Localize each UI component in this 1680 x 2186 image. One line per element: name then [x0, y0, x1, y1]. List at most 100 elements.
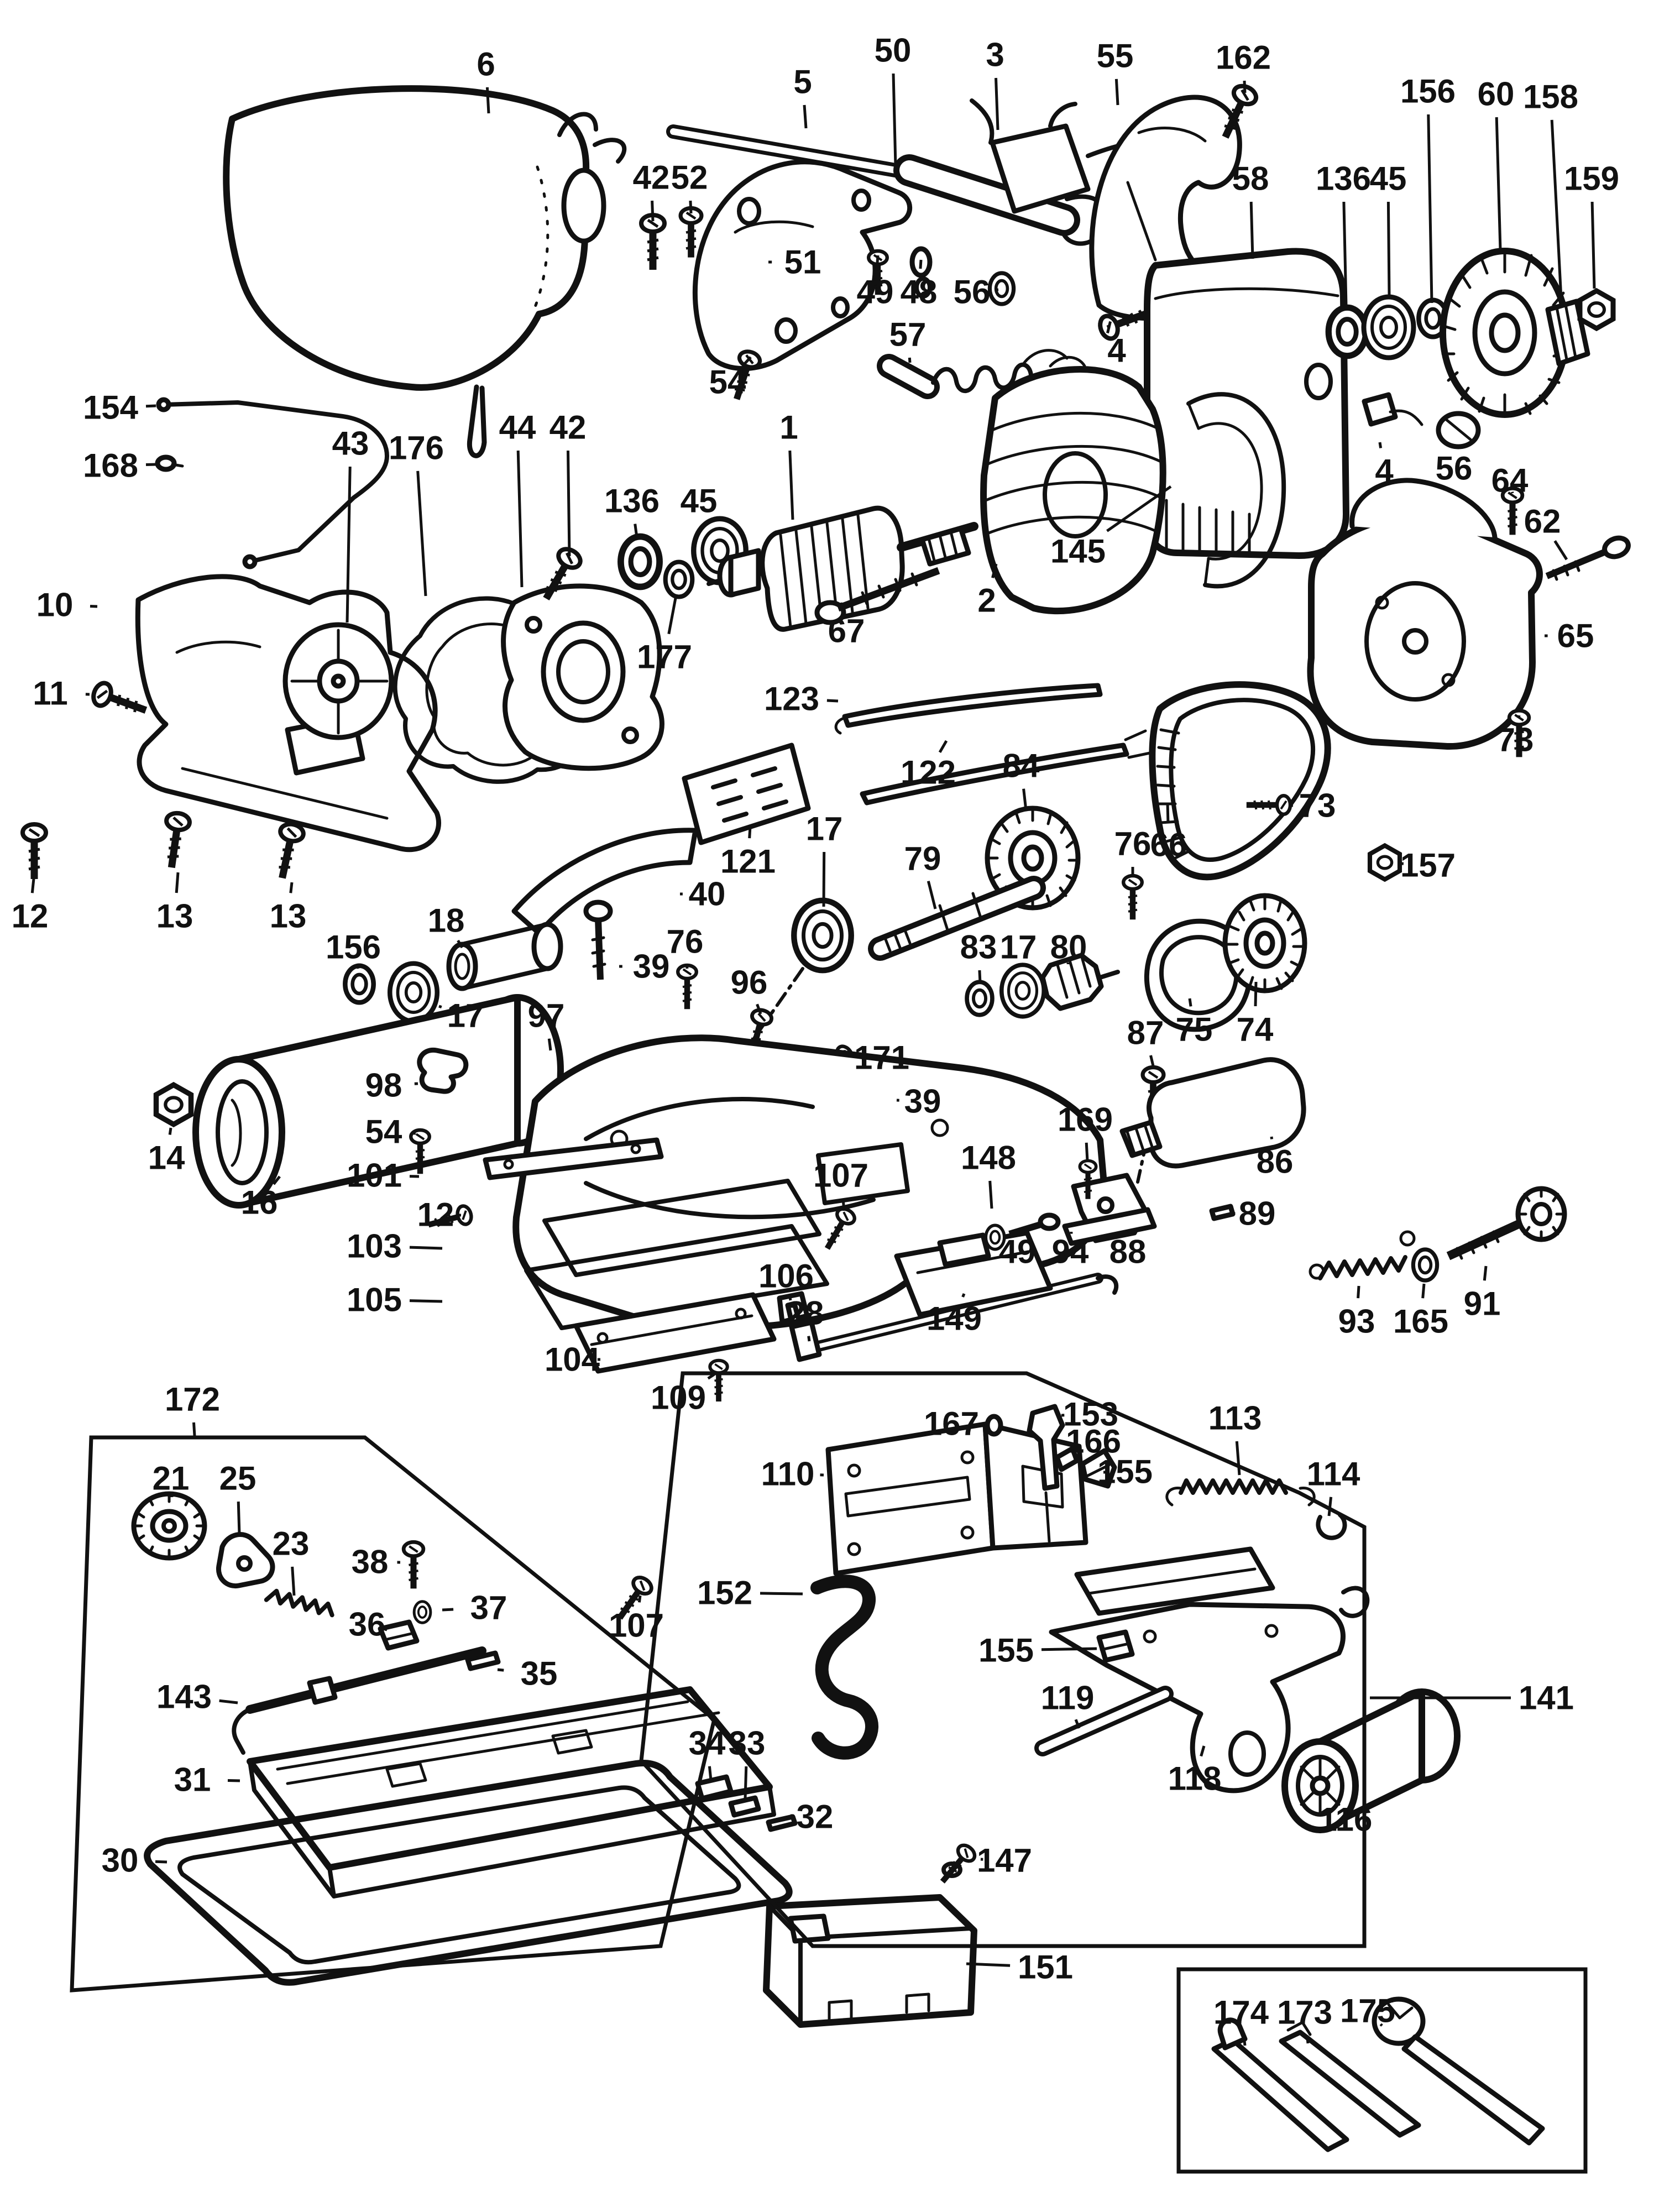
leader-line-42 — [567, 450, 571, 557]
part-callout-18: 18 — [428, 902, 465, 939]
part-callout-56: 56 — [1436, 450, 1473, 487]
part-callout-118: 118 — [1168, 1760, 1222, 1797]
part-callout-158: 158 — [1523, 79, 1578, 116]
part-callout-94: 94 — [1052, 1233, 1089, 1270]
leader-line-5 — [803, 104, 808, 129]
leader-line-37 — [442, 1608, 454, 1612]
part-washer-83 — [967, 982, 992, 1015]
part-callout-151: 151 — [1018, 1949, 1073, 1986]
leader-line-6 — [485, 87, 490, 114]
part-callout-12: 12 — [417, 1196, 454, 1233]
part-callout-155: 155 — [1097, 1453, 1153, 1491]
leader-line-25 — [237, 1501, 241, 1535]
part-callout-58: 58 — [1232, 160, 1269, 197]
part-callout-62: 62 — [1524, 503, 1561, 540]
part-callout-109: 109 — [651, 1379, 706, 1416]
part-gear-84 — [985, 806, 1081, 911]
part-callout-174: 174 — [1213, 1994, 1269, 2031]
part-callout-39: 39 — [904, 1083, 941, 1120]
group-boundary-172 — [70, 1435, 716, 1992]
part-nut-14 — [156, 1085, 191, 1124]
part-callout-107: 107 — [813, 1157, 868, 1194]
leader-line-156 — [1427, 114, 1433, 304]
part-drive-belt-66 — [1149, 681, 1331, 881]
part-nut-157 — [1370, 845, 1400, 879]
leader-line-75 — [1188, 998, 1192, 1007]
leader-line-151 — [966, 1962, 1011, 1967]
part-callout-6: 6 — [477, 46, 495, 83]
part-callout-60: 60 — [1478, 76, 1515, 113]
part-screw-12 — [23, 824, 46, 879]
part-screw-11 — [91, 681, 150, 721]
leader-line-176 — [416, 470, 427, 597]
part-callout-97: 97 — [528, 997, 565, 1034]
part-callout-87: 87 — [1127, 1014, 1164, 1052]
part-callout-67: 67 — [828, 613, 865, 650]
part-screw-147 — [935, 1842, 978, 1887]
part-sheet-105 — [524, 1224, 829, 1330]
part-screw-76 — [1123, 876, 1142, 919]
part-oring-177 — [666, 562, 693, 597]
leader-line-103 — [409, 1246, 443, 1250]
part-knob-21 — [131, 1491, 207, 1561]
part-callout-116: 116 — [1319, 1801, 1373, 1838]
part-clip-114 — [1316, 1513, 1347, 1540]
leader-line-12 — [30, 873, 36, 893]
part-screw-13 — [160, 812, 191, 869]
part-callout-155: 155 — [978, 1632, 1034, 1669]
leader-line-177 — [667, 598, 677, 635]
part-pin-35 — [465, 1650, 501, 1671]
leader-line-34 — [708, 1766, 713, 1781]
part-callout-32: 32 — [797, 1798, 834, 1835]
leader-line-136 — [634, 524, 638, 538]
part-callout-171: 171 — [854, 1039, 909, 1076]
part-knob-86 — [1119, 1057, 1306, 1169]
leader-line-4 — [1106, 325, 1111, 330]
part-callout-101: 101 — [347, 1157, 402, 1194]
leader-line-74 — [1254, 981, 1258, 1007]
part-callout-93: 93 — [1338, 1303, 1375, 1340]
leader-line-172 — [192, 1422, 196, 1436]
tool-kit-box — [1176, 1967, 1588, 2174]
part-bearing-17 — [794, 901, 851, 971]
leader-line-45 — [709, 518, 714, 522]
part-callout-17: 17 — [1000, 929, 1037, 966]
part-washer-165 — [1413, 1249, 1437, 1280]
part-worm-gear-80 — [1040, 953, 1120, 1011]
part-brush-cap-56 — [1436, 411, 1481, 449]
leader-line-4 — [1378, 442, 1383, 448]
leader-line-48 — [919, 259, 923, 269]
part-callout-42: 42 — [633, 159, 670, 196]
part-callout-49: 49 — [999, 1233, 1036, 1270]
part-shaft-79 — [868, 876, 1046, 961]
leader-line-114 — [1327, 1497, 1333, 1516]
part-callout-166: 166 — [1066, 1423, 1121, 1460]
leader-line-107 — [637, 1595, 642, 1603]
part-callout-110: 110 — [761, 1456, 815, 1493]
part-washer-167 — [985, 1414, 1003, 1437]
part-bracket-88 — [1062, 1173, 1157, 1246]
part-callout-4: 4 — [1375, 453, 1394, 490]
part-callout-10: 10 — [36, 587, 74, 624]
part-fan-gear-60 — [1440, 248, 1570, 418]
part-callout-66: 66 — [1150, 827, 1187, 864]
part-lever-153 — [1027, 1404, 1065, 1543]
part-nut-159 — [1580, 291, 1613, 328]
leader-line-155 — [1041, 1647, 1097, 1651]
part-screw-76b — [678, 965, 697, 1009]
part-lever-152 — [810, 1575, 879, 1760]
part-callout-136: 136 — [1316, 160, 1371, 197]
part-screw-13b — [271, 822, 305, 881]
part-callout-145: 145 — [1050, 533, 1106, 570]
part-adjust-bolt-91 — [1446, 1186, 1567, 1261]
leader-line-91 — [1483, 1265, 1488, 1281]
leader-line-106 — [788, 1298, 792, 1301]
part-callout-54: 54 — [365, 1113, 402, 1150]
part-callout-122: 122 — [901, 754, 956, 791]
leader-line-49 — [875, 255, 880, 269]
part-callout-105: 105 — [347, 1282, 402, 1319]
part-screw-168 — [155, 454, 184, 472]
leader-line-17 — [1019, 963, 1023, 965]
part-callout-38: 38 — [352, 1544, 389, 1581]
part-callout-147: 147 — [977, 1842, 1032, 1879]
